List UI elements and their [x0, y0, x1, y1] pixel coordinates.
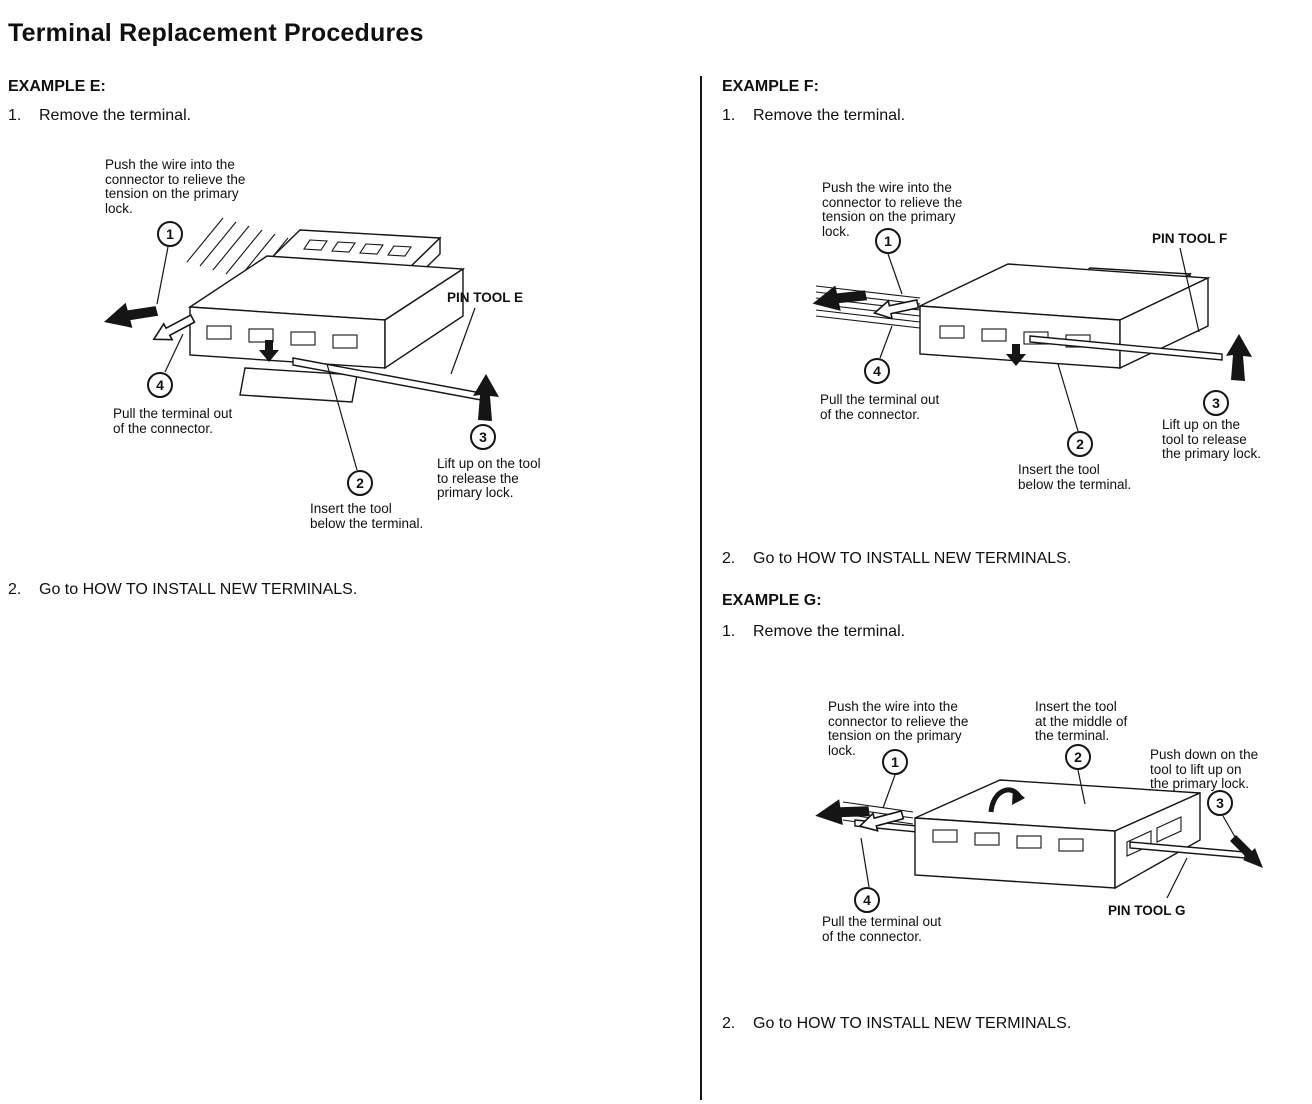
callout-circle-3: 3 [1207, 790, 1233, 816]
pull-out-arrow [812, 285, 868, 311]
callout-text-3: Lift up on the tool to release the prima… [1162, 417, 1262, 461]
example-g-heading: EXAMPLE G: [722, 592, 822, 609]
callout-text-1: Push the wire into the connector to reli… [828, 699, 969, 758]
example-e-diagram: Push the wire into the connector to reli… [95, 152, 605, 552]
example-f-step-2: 2. Go to HOW TO INSTALL NEW TERMINALS. [722, 549, 1071, 569]
callout-text-4: Pull the terminal out of the connector. [822, 914, 942, 944]
callout-number: 3 [1216, 795, 1224, 811]
callout-number: 4 [156, 377, 164, 393]
callout-circle-2: 2 [347, 470, 373, 496]
example-f-heading: EXAMPLE F: [722, 78, 819, 95]
connector-body [914, 779, 1201, 890]
callout-circle-1: 1 [882, 749, 908, 775]
example-g-step-2: 2. Go to HOW TO INSTALL NEW TERMINALS. [722, 1014, 1071, 1034]
connector-body [187, 229, 466, 403]
callout-circle-2: 2 [1067, 431, 1093, 457]
example-e-heading: EXAMPLE E: [8, 78, 106, 95]
column-divider [700, 76, 702, 1100]
pin-tool-label: PIN TOOL F [1152, 231, 1228, 246]
callout-text-3: Lift up on the tool to release the prima… [437, 456, 541, 500]
example-f-illustration [812, 247, 1252, 432]
callout-text-4: Pull the terminal out of the connector. [820, 392, 940, 422]
callout-text-4: Pull the terminal out of the connector. [113, 406, 233, 436]
callout-number: 4 [863, 892, 871, 908]
step-text: Remove the terminal. [753, 623, 906, 640]
example-e-illustration [103, 217, 499, 471]
step-text: Go to HOW TO INSTALL NEW TERMINALS. [753, 1015, 1072, 1032]
press-down-arrow [1006, 344, 1026, 366]
step-text: Remove the terminal. [39, 107, 192, 124]
push-wire-arrow [152, 313, 196, 341]
callout-circle-4: 4 [864, 358, 890, 384]
step-text: Go to HOW TO INSTALL NEW TERMINALS. [753, 550, 1072, 567]
step-number: 2. [722, 550, 736, 567]
callout-number: 1 [166, 226, 174, 242]
callout-number: 2 [1074, 749, 1082, 765]
callout-text-1: Push the wire into the connector to reli… [105, 157, 246, 216]
pull-out-arrow [103, 302, 159, 328]
leader-lines [860, 769, 1240, 899]
callout-text-2: Insert the tool below the terminal. [310, 501, 424, 531]
callout-circle-3: 3 [1203, 390, 1229, 416]
example-f-diagram: Push the wire into the connector to reli… [790, 168, 1305, 513]
callout-circle-1: 1 [875, 228, 901, 254]
callout-text-2: Insert the tool below the terminal. [1018, 462, 1132, 492]
pin-tool-label: PIN TOOL G [1108, 903, 1186, 918]
lift-up-arrow [473, 374, 499, 421]
callout-text-1: Push the wire into the connector to reli… [822, 180, 963, 239]
callout-circle-4: 4 [147, 372, 173, 398]
step-number: 1. [8, 107, 22, 124]
callout-number: 4 [873, 363, 881, 379]
pull-out-arrow [815, 799, 870, 826]
callout-circle-3: 3 [470, 424, 496, 450]
callout-number: 1 [891, 754, 899, 770]
callout-text-3: Push down on the tool to lift up on the … [1150, 747, 1259, 791]
step-number: 2. [722, 1015, 736, 1032]
example-e-step-1: 1. Remove the terminal. [8, 106, 191, 126]
callout-circle-4: 4 [854, 887, 880, 913]
push-wire-arrow [858, 809, 905, 832]
step-number: 1. [722, 107, 736, 124]
callout-number: 3 [1212, 395, 1220, 411]
press-down-arrow [259, 340, 279, 362]
flip-up-arrow [988, 787, 1025, 813]
callout-number: 2 [1076, 436, 1084, 452]
callout-number: 1 [884, 233, 892, 249]
push-wire-arrow [872, 298, 920, 320]
example-g-illustration [815, 769, 1263, 899]
step-text: Remove the terminal. [753, 107, 906, 124]
pin-tool-rod [1029, 335, 1223, 361]
pin-tool-label: PIN TOOL E [447, 290, 524, 305]
leader-lines [879, 247, 1200, 432]
example-g-step-1: 1. Remove the terminal. [722, 622, 905, 642]
example-f-step-1: 1. Remove the terminal. [722, 106, 905, 126]
callout-circle-2: 2 [1065, 744, 1091, 770]
step-number: 2. [8, 581, 22, 598]
callout-circle-1: 1 [157, 221, 183, 247]
example-g-diagram: Push the wire into the connector to reli… [795, 690, 1305, 962]
step-number: 1. [722, 623, 736, 640]
leader-lines [156, 246, 476, 471]
step-text: Go to HOW TO INSTALL NEW TERMINALS. [39, 581, 358, 598]
callout-text-2: Insert the tool at the middle of the ter… [1035, 699, 1128, 743]
page-title: Terminal Replacement Procedures [8, 18, 424, 47]
connector-body [917, 263, 1211, 370]
callout-number: 2 [356, 475, 364, 491]
callout-number: 3 [479, 429, 487, 445]
lift-up-arrow [1226, 334, 1252, 381]
example-e-step-2: 2. Go to HOW TO INSTALL NEW TERMINALS. [8, 580, 357, 600]
